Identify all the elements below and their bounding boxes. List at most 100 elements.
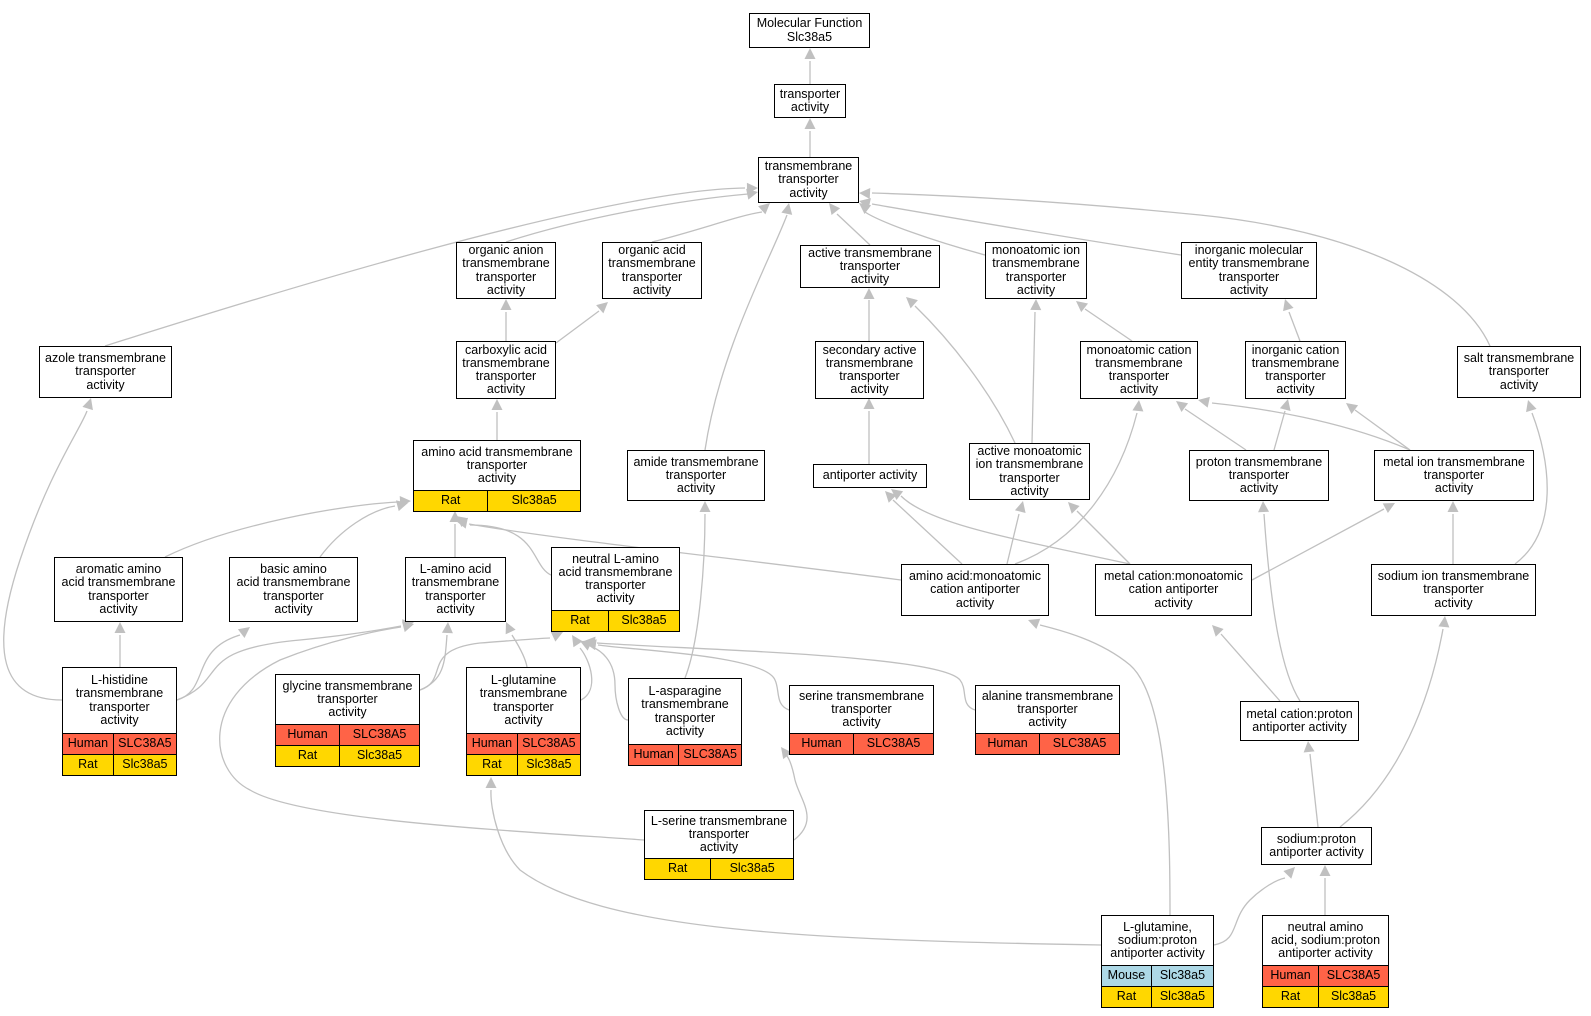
species-cell: Human	[467, 734, 517, 754]
species-cell: Rat	[414, 491, 488, 511]
node-label: metal cation:proton antiporter activity	[1246, 706, 1353, 734]
node-label: inorganic molecular entity transmembrane…	[1188, 243, 1310, 297]
node-gly[interactable]: glycine transmembrane transporter activi…	[275, 674, 420, 767]
node-proton[interactable]: proton transmembrane transporter activit…	[1189, 450, 1329, 501]
edge-line	[704, 214, 788, 451]
node-mcpa[interactable]: metal cation:proton antiporter activity	[1240, 701, 1359, 741]
node-aa[interactable]: amino acid transmembrane transporter act…	[413, 440, 581, 512]
edge-arrowhead	[859, 188, 871, 200]
edge-arrowhead	[758, 203, 770, 215]
node-laa[interactable]: L-amino acid transmembrane transporter a…	[405, 557, 506, 622]
edge-line	[1514, 412, 1548, 565]
node-label: L-asparagine transmembrane transporter a…	[641, 684, 729, 738]
node-mcat[interactable]: monoatomic cation transmembrane transpor…	[1080, 341, 1198, 399]
node-icat[interactable]: inorganic cation transmembrane transport…	[1245, 341, 1346, 399]
node-imol[interactable]: inorganic molecular entity transmembrane…	[1181, 242, 1317, 299]
node-label: neutral amino acid, sodium:proton antipo…	[1270, 919, 1381, 961]
node-label: organic acid transmembrane transporter a…	[608, 243, 696, 297]
node-basic[interactable]: basic amino acid transmembrane transport…	[229, 557, 358, 622]
edge-line	[596, 642, 976, 711]
gene-cell: Slc38a5	[710, 859, 793, 879]
node-metal[interactable]: metal ion transmembrane transporter acti…	[1374, 450, 1534, 501]
edge-line	[176, 634, 241, 701]
node-lgln[interactable]: L-glutamine transmembrane transporter ac…	[466, 667, 581, 776]
edge-line	[871, 203, 1182, 256]
node-label: transporter activity	[779, 86, 841, 114]
edge-line	[419, 634, 448, 691]
node-mion[interactable]: monoatomic ion transmembrane transporter…	[985, 242, 1087, 299]
node-label: amino acid:monoatomic cation antiporter …	[908, 569, 1041, 610]
node-nlaa[interactable]: neutral L-amino acid transmembrane trans…	[551, 547, 680, 632]
node-ser[interactable]: serine transmembrane transporter activit…	[789, 685, 934, 755]
gene-cell: Slc38a5	[487, 491, 580, 511]
node-amide[interactable]: amide transmembrane transporter activity	[627, 450, 765, 501]
node-naasp[interactable]: neutral amino acid, sodium:proton antipo…	[1262, 915, 1389, 1008]
edge-arrowhead	[1212, 625, 1224, 637]
species-cell: Human	[976, 734, 1040, 754]
node-lser[interactable]: L-serine transmembrane transporter activ…	[644, 810, 794, 880]
edge-arrowhead	[395, 500, 408, 512]
edge-arrowhead	[1382, 503, 1395, 514]
species-cell: Mouse	[1102, 966, 1151, 986]
node-mcmca[interactable]: metal cation:monoatomic cation antiporte…	[1095, 564, 1252, 616]
node-label: salt transmembrane transporter activity	[1463, 351, 1575, 392]
edge-line	[651, 211, 763, 243]
node-tta[interactable]: transmembrane transporter activity	[758, 157, 859, 203]
edge-arrowhead	[863, 398, 875, 409]
node-aamca[interactable]: amino acid:monoatomic cation antiporter …	[901, 564, 1049, 616]
node-label: L-histidine transmembrane transporter ac…	[75, 673, 164, 727]
edge-line	[1014, 412, 1138, 565]
node-sodium[interactable]: sodium ion transmembrane transporter act…	[1371, 564, 1536, 616]
edge-arrowhead	[1438, 616, 1450, 628]
species-cell: Human	[1263, 966, 1319, 986]
node-label: sodium ion transmembrane transporter act…	[1377, 569, 1530, 610]
node-lhis[interactable]: L-histidine transmembrane transporter ac…	[62, 667, 177, 776]
edge-arrowhead	[699, 501, 711, 512]
gene-cell: SLC38A5	[1318, 966, 1388, 986]
edge-line	[871, 192, 1491, 347]
edge-line	[1184, 408, 1247, 451]
node-azole[interactable]: azole transmembrane transporter activity	[39, 346, 172, 398]
node-label: metal cation:monoatomic cation antiporte…	[1104, 569, 1243, 610]
node-label: active monoatomic ion transmembrane tran…	[975, 444, 1084, 498]
node-label: alanine transmembrane transporter activi…	[981, 688, 1114, 730]
node-sec[interactable]: secondary active transmembrane transport…	[815, 341, 924, 399]
edge-line	[1220, 633, 1281, 702]
node-mf[interactable]: Molecular Function Slc38a5	[749, 13, 870, 48]
node-ta[interactable]: transporter activity	[774, 84, 846, 118]
node-arom[interactable]: aromatic amino acid transmembrane transp…	[54, 557, 183, 622]
edge-arrowhead	[491, 399, 503, 410]
node-oan[interactable]: organic anion transmembrane transporter …	[456, 242, 556, 299]
edge-arrowhead	[1319, 865, 1331, 876]
node-lasn[interactable]: L-asparagine transmembrane transporter a…	[628, 678, 742, 766]
node-anti[interactable]: antiporter activity	[813, 464, 927, 488]
edge-arrowhead	[804, 118, 816, 129]
edge-arrowhead	[1447, 501, 1459, 512]
edge-arrowhead	[550, 631, 563, 642]
node-label: azole transmembrane transporter activity	[45, 351, 166, 392]
edge-arrowhead	[456, 517, 468, 529]
edge-arrowhead	[1076, 301, 1089, 313]
gene-cell: Slc38a5	[339, 746, 419, 766]
edge-arrowhead	[863, 288, 875, 299]
node-carb[interactable]: carboxylic acid transmembrane transporte…	[456, 341, 556, 399]
node-amion[interactable]: active monoatomic ion transmembrane tran…	[969, 443, 1090, 500]
species-cell: Rat	[552, 611, 608, 631]
species-cell: Human	[63, 734, 113, 754]
node-act[interactable]: active transmembrane transporter activit…	[800, 245, 940, 288]
edge-line	[684, 513, 706, 679]
node-label: inorganic cation transmembrane transport…	[1251, 342, 1340, 397]
node-oac[interactable]: organic acid transmembrane transporter a…	[602, 242, 702, 299]
node-ala[interactable]: alanine transmembrane transporter activi…	[975, 685, 1120, 755]
species-cell: Human	[629, 745, 679, 765]
node-spa[interactable]: sodium:proton antiporter activity	[1261, 827, 1372, 865]
node-label: monoatomic ion transmembrane transporter…	[991, 243, 1081, 297]
node-lglnsp[interactable]: L-glutamine, sodium:proton antiporter ac…	[1101, 915, 1214, 1008]
edge-line	[1309, 753, 1319, 828]
node-salt[interactable]: salt transmembrane transporter activity	[1457, 346, 1581, 398]
